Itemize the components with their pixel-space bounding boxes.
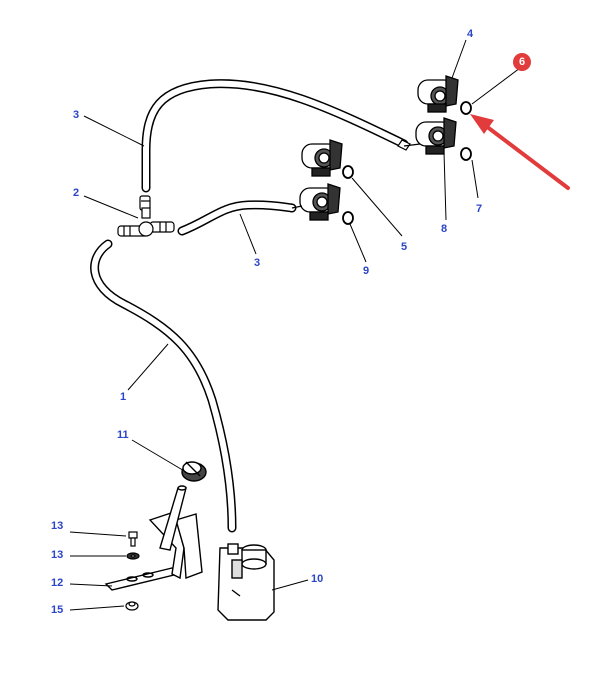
callout-12: 12	[51, 577, 64, 589]
callout-4: 4	[467, 28, 474, 40]
highlight-badge-6: 6	[513, 53, 531, 71]
callout-5: 5	[401, 241, 408, 253]
callout-13: 13	[51, 520, 64, 532]
seal-rings	[342, 101, 472, 225]
callout-2: 2	[73, 187, 80, 199]
callout-7: 7	[476, 203, 483, 215]
callout-11: 11	[117, 429, 129, 441]
highlight-arrow	[470, 114, 570, 190]
callout-14: 13	[51, 549, 64, 561]
screw	[128, 531, 138, 547]
filler-pipe	[159, 485, 187, 551]
reservoir-tank	[217, 543, 275, 621]
nozzle-middle-upper	[301, 139, 343, 177]
callout-1: 1	[120, 391, 127, 403]
filler-cap	[181, 461, 207, 482]
hose-upper	[141, 79, 411, 193]
nozzle-8	[403, 117, 457, 155]
hose-main	[90, 239, 237, 533]
callout-9: 9	[363, 265, 370, 277]
washer	[126, 552, 140, 560]
nut	[125, 601, 139, 611]
callout-8: 8	[441, 223, 448, 235]
callout-15: 15	[51, 604, 64, 616]
callout-3-middle: 3	[254, 257, 261, 269]
callout-3-upper: 3	[73, 109, 80, 121]
hose-middle	[177, 200, 297, 236]
callout-10: 10	[311, 573, 324, 585]
leader-lines	[69, 39, 521, 611]
nozzle-middle-lower	[291, 183, 341, 221]
t-connector	[117, 195, 175, 237]
mounting-bracket	[104, 511, 203, 591]
nozzle-4	[417, 75, 459, 113]
